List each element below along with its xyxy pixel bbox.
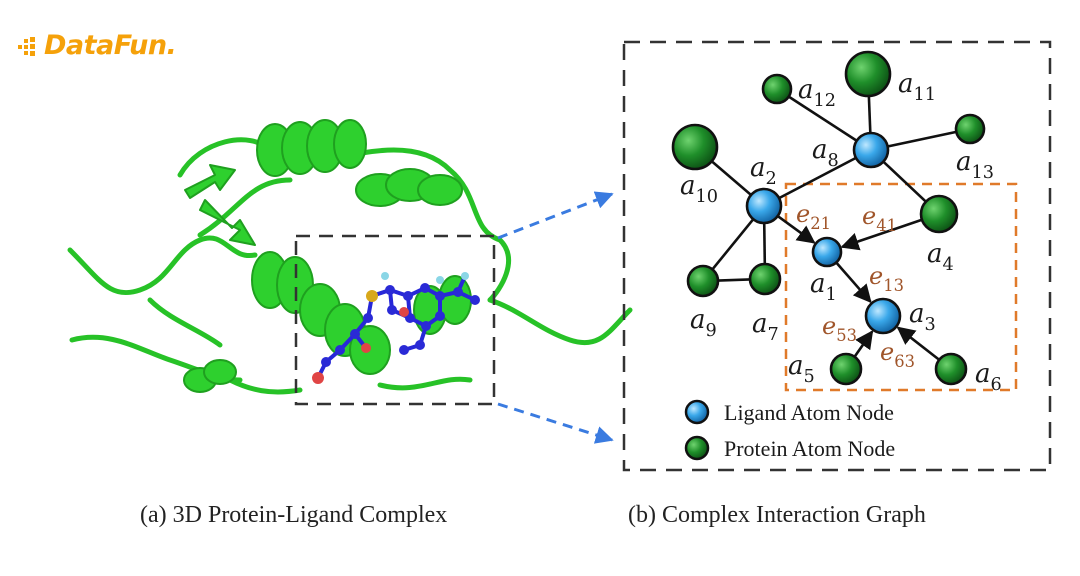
- edge-a1-a3: [835, 261, 872, 304]
- protein-node-a13: [954, 113, 986, 145]
- edge-a2-a7: [762, 222, 767, 265]
- datafun-logo-text: DataFun.: [44, 30, 177, 61]
- legend-ligand-label: Ligand Atom Node: [724, 400, 894, 425]
- legend: Ligand Atom Node Protein Atom Node: [684, 399, 895, 461]
- protein-node-a6: [934, 352, 968, 386]
- node-label-a12: a12: [798, 75, 836, 111]
- edge-a6-a3: [896, 326, 940, 361]
- edge-a2-a9: [711, 218, 755, 271]
- node-label-a3: a3: [909, 299, 936, 335]
- ligand-node-a3: [864, 297, 902, 335]
- node-label-a2: a2: [750, 153, 777, 189]
- caption-protein-ligand-complex: (a) 3D Protein-Ligand Complex: [140, 502, 448, 528]
- edge-a2-a10: [710, 160, 752, 196]
- ligand-neighborhood-box: [784, 182, 1018, 392]
- datafun-logo-icon: [18, 36, 35, 56]
- edge-label-e53: e53: [822, 312, 857, 345]
- ligand-node-a2: [745, 187, 783, 225]
- protein-node-a7: [748, 262, 782, 296]
- node-label-a6: a6: [975, 359, 1002, 395]
- edge-a2-a8: [778, 156, 857, 200]
- node-label-a13: a13: [956, 147, 994, 183]
- datafun-logo: DataFun.: [18, 30, 177, 61]
- edge-label-e63: e63: [880, 338, 915, 371]
- edge-a8-a13: [887, 130, 957, 148]
- edge-a4-a1: [840, 218, 923, 251]
- ligand-stick-model: [312, 272, 480, 384]
- edge-a8-a4: [882, 160, 927, 203]
- protein-node-a4: [919, 194, 959, 234]
- edge-a5-a3: [853, 330, 874, 358]
- edge-label-e41: e41: [862, 202, 897, 235]
- protein-ribbon-illustration: [67, 119, 633, 395]
- ligand-node-a8: [852, 131, 890, 169]
- protein-node-a11: [844, 50, 892, 98]
- ligand-node-a1: [811, 236, 843, 268]
- legend-protein-swatch: [684, 435, 710, 461]
- legend-ligand-swatch: [684, 399, 710, 425]
- zoom-region-box: [294, 234, 496, 406]
- zoom-arrow-bottom: [497, 402, 614, 444]
- edge-a8-a11: [867, 95, 872, 134]
- protein-node-a9: [686, 264, 720, 298]
- node-label-a9: a9: [690, 305, 717, 341]
- zoom-arrow-top: [497, 191, 614, 240]
- graph-panel-border: [622, 40, 1052, 472]
- caption-interaction-graph: (b) Complex Interaction Graph: [628, 502, 926, 528]
- node-label-a1: a1: [810, 269, 837, 305]
- node-label-a7: a7: [752, 309, 779, 345]
- edge-a2-a1: [776, 214, 816, 244]
- node-label-a8: a8: [812, 135, 839, 171]
- protein-node-a10: [671, 123, 719, 171]
- protein-node-a5: [829, 352, 863, 386]
- edge-a9-a7: [717, 278, 751, 282]
- legend-protein-label: Protein Atom Node: [724, 436, 895, 461]
- edge-label-e21: e21: [796, 200, 831, 233]
- edge-a8-a12: [788, 95, 858, 142]
- edge-label-e13: e13: [869, 262, 904, 295]
- node-label-a11: a11: [898, 69, 936, 105]
- protein-node-a12: [761, 73, 793, 105]
- node-label-a10: a10: [680, 171, 718, 207]
- node-label-a4: a4: [927, 239, 954, 275]
- node-label-a5: a5: [788, 351, 815, 387]
